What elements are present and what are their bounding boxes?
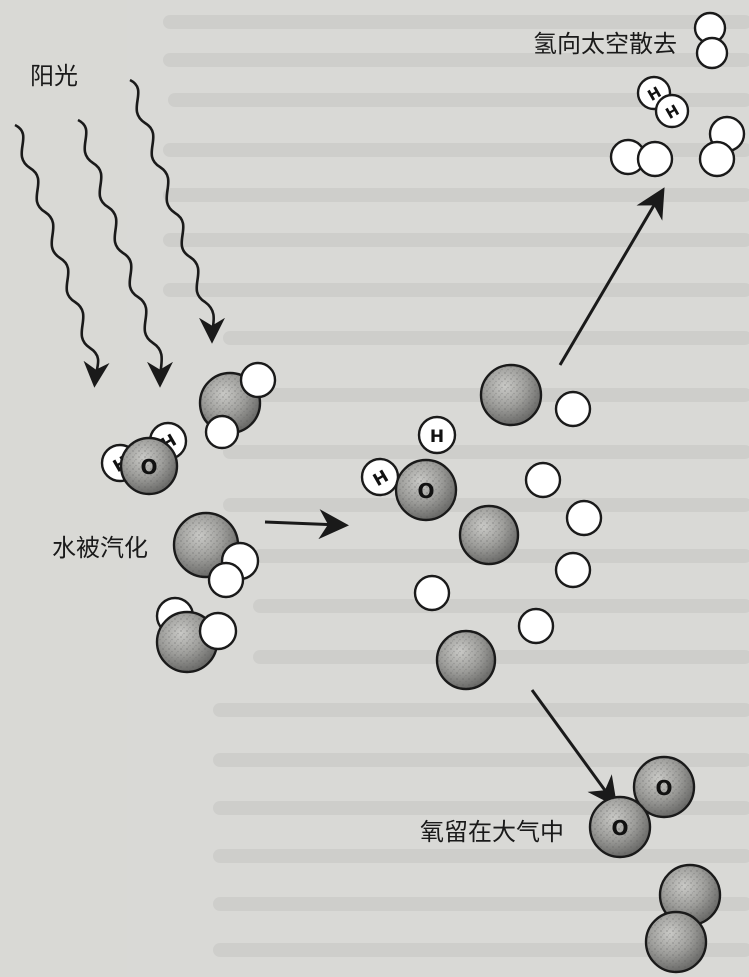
- oxygen-letter: O: [417, 479, 434, 503]
- sunlight-label: 阳光: [30, 62, 78, 90]
- hydrogen-atom: [567, 501, 601, 535]
- free-hydrogen-labeled: H: [419, 417, 455, 453]
- oxygen-letter: O: [611, 816, 628, 840]
- hydrogen-atom: [700, 142, 734, 176]
- oxygen-texture: [438, 632, 494, 688]
- hydrogen-atom: [241, 363, 275, 397]
- hydrogen-atom: [556, 553, 590, 587]
- hydrogen-atom: [638, 142, 672, 176]
- free-oxygen-labeled: O: [396, 460, 456, 520]
- oxygen-stays-label: 氧留在大气中: [420, 818, 564, 846]
- hydrogen-letter: H: [430, 427, 444, 447]
- hydrogen-atom: [519, 609, 553, 643]
- hydrogen-atom: [209, 563, 243, 597]
- free-hydrogen-labeled: H: [362, 459, 398, 495]
- oxygen-letter: O: [655, 776, 672, 800]
- water-vaporized-label: 水被汽化: [52, 534, 148, 562]
- oxygen-texture: [461, 507, 517, 563]
- hydrogen-atom: [415, 576, 449, 610]
- hydrogen-atom: [526, 463, 560, 497]
- hydrogen-atom: [200, 613, 236, 649]
- oxygen-letter: O: [140, 455, 157, 479]
- hydrogen-atom: [206, 416, 238, 448]
- hydrogen-atom: [697, 38, 727, 68]
- oxygen-texture: [647, 913, 705, 971]
- oxygen-texture: [482, 366, 540, 424]
- hydrogen-atom: [556, 392, 590, 426]
- hydrogen-to-space-label: 氢向太空散去: [533, 30, 677, 58]
